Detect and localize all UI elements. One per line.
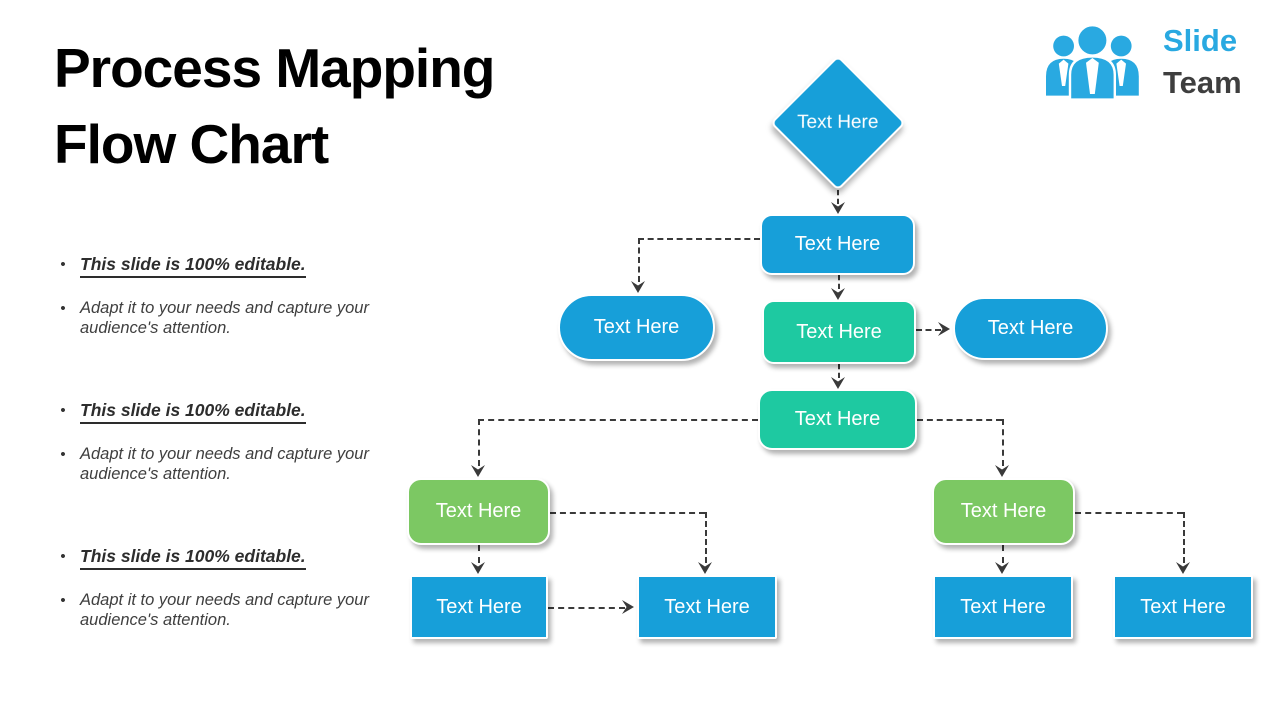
bullet-dot: •: [60, 446, 66, 463]
bullet-group-1: • This slide is 100% editable. • Adapt i…: [46, 254, 406, 338]
flow-node-label: Text Here: [435, 500, 522, 522]
bullet-body: Adapt it to your needs and capture your …: [80, 591, 369, 629]
connector-green-left-to-b2-h: [550, 512, 705, 514]
connector-middle-to-pill-right: [916, 329, 941, 331]
bullet-heading: This slide is 100% editable.: [80, 254, 306, 278]
bullet-group-3: • This slide is 100% editable. • Adapt i…: [46, 546, 406, 630]
connector-green-left-down: [478, 545, 480, 563]
bullet-group-2: • This slide is 100% editable. • Adapt i…: [46, 400, 406, 484]
arrowhead-down-icon: [631, 281, 645, 293]
connector-row4-to-green-left-h: [478, 419, 758, 421]
connector-green-right-to-b4-h: [1075, 512, 1183, 514]
flow-node-top: Text Here: [760, 214, 915, 275]
slide-title-line1: Process Mapping: [54, 37, 495, 99]
flow-node-label: Text Here: [960, 595, 1046, 618]
flow-node-label: Text Here: [797, 112, 879, 133]
flow-node-bottom-right-2: Text Here: [1113, 575, 1253, 639]
flow-node-label: Text Here: [794, 233, 881, 255]
slideteam-people-icon: [1046, 24, 1139, 101]
connector-green-left-to-b2-v: [705, 512, 707, 563]
slide-title-line2: Flow Chart: [54, 113, 329, 175]
connector-row4-to-green-right-v: [1002, 419, 1004, 466]
flow-node-middle: Text Here: [762, 300, 916, 364]
slideteam-wordmark: Slide Team: [1163, 20, 1242, 104]
bullet-body: Adapt it to your needs and capture your …: [80, 299, 369, 337]
flow-node-label: Text Here: [664, 595, 750, 618]
bullet-body: Adapt it to your needs and capture your …: [80, 445, 369, 483]
connector-top-to-pill-left-v: [638, 238, 640, 282]
flow-node-green-left: Text Here: [407, 478, 550, 545]
flow-node-bottom-left-1: Text Here: [410, 575, 548, 639]
flow-node-label: Text Here: [436, 595, 522, 618]
connector-row4-to-green-left-v: [478, 419, 480, 466]
flow-node-pill-left: Text Here: [558, 294, 715, 361]
connector-top-to-pill-left-h: [638, 238, 760, 240]
logo-word-team: Team: [1163, 65, 1242, 100]
bullet-dot: •: [60, 256, 66, 273]
arrowhead-down-icon: [831, 288, 845, 300]
flow-node-row4: Text Here: [758, 389, 917, 450]
flow-node-label: Text Here: [987, 317, 1074, 339]
bullet-dot: •: [60, 402, 66, 419]
flow-node-label: Text Here: [1140, 595, 1226, 618]
flow-node-label: Text Here: [593, 316, 680, 338]
connector-top-to-middle: [838, 275, 840, 289]
connector-middle-to-row4: [838, 364, 840, 378]
arrowhead-down-icon: [1176, 562, 1190, 574]
flow-node-bottom-left-2: Text Here: [637, 575, 777, 639]
arrowhead-down-icon: [995, 562, 1009, 574]
connector-b1-to-b2: [548, 607, 625, 609]
bullet-dot: •: [60, 548, 66, 565]
bullet-dot: •: [60, 300, 66, 317]
flow-node-diamond-start: Text Here: [770, 55, 906, 191]
connector-diamond-to-top: [837, 190, 839, 204]
flow-node-green-right: Text Here: [932, 478, 1075, 545]
connector-green-right-down: [1002, 545, 1004, 563]
bullet-heading: This slide is 100% editable.: [80, 546, 306, 570]
arrowhead-down-icon: [471, 465, 485, 477]
flow-node-bottom-right-1: Text Here: [933, 575, 1073, 639]
flow-node-label: Text Here: [796, 320, 882, 343]
arrowhead-down-icon: [698, 562, 712, 574]
flow-node-label: Text Here: [960, 500, 1047, 522]
arrowhead-down-icon: [831, 377, 845, 389]
bullet-heading: This slide is 100% editable.: [80, 400, 306, 424]
bullet-dot: •: [60, 592, 66, 609]
connector-green-right-to-b4-v: [1183, 512, 1185, 563]
arrowhead-down-icon: [471, 562, 485, 574]
connector-row4-to-green-right-h: [917, 419, 1002, 421]
logo-word-slide: Slide: [1163, 23, 1238, 58]
arrowhead-down-icon: [995, 465, 1009, 477]
flow-node-label: Text Here: [794, 408, 881, 430]
flow-node-pill-right: Text Here: [953, 297, 1108, 360]
slide-title: Process Mapping Flow Chart: [54, 30, 495, 182]
